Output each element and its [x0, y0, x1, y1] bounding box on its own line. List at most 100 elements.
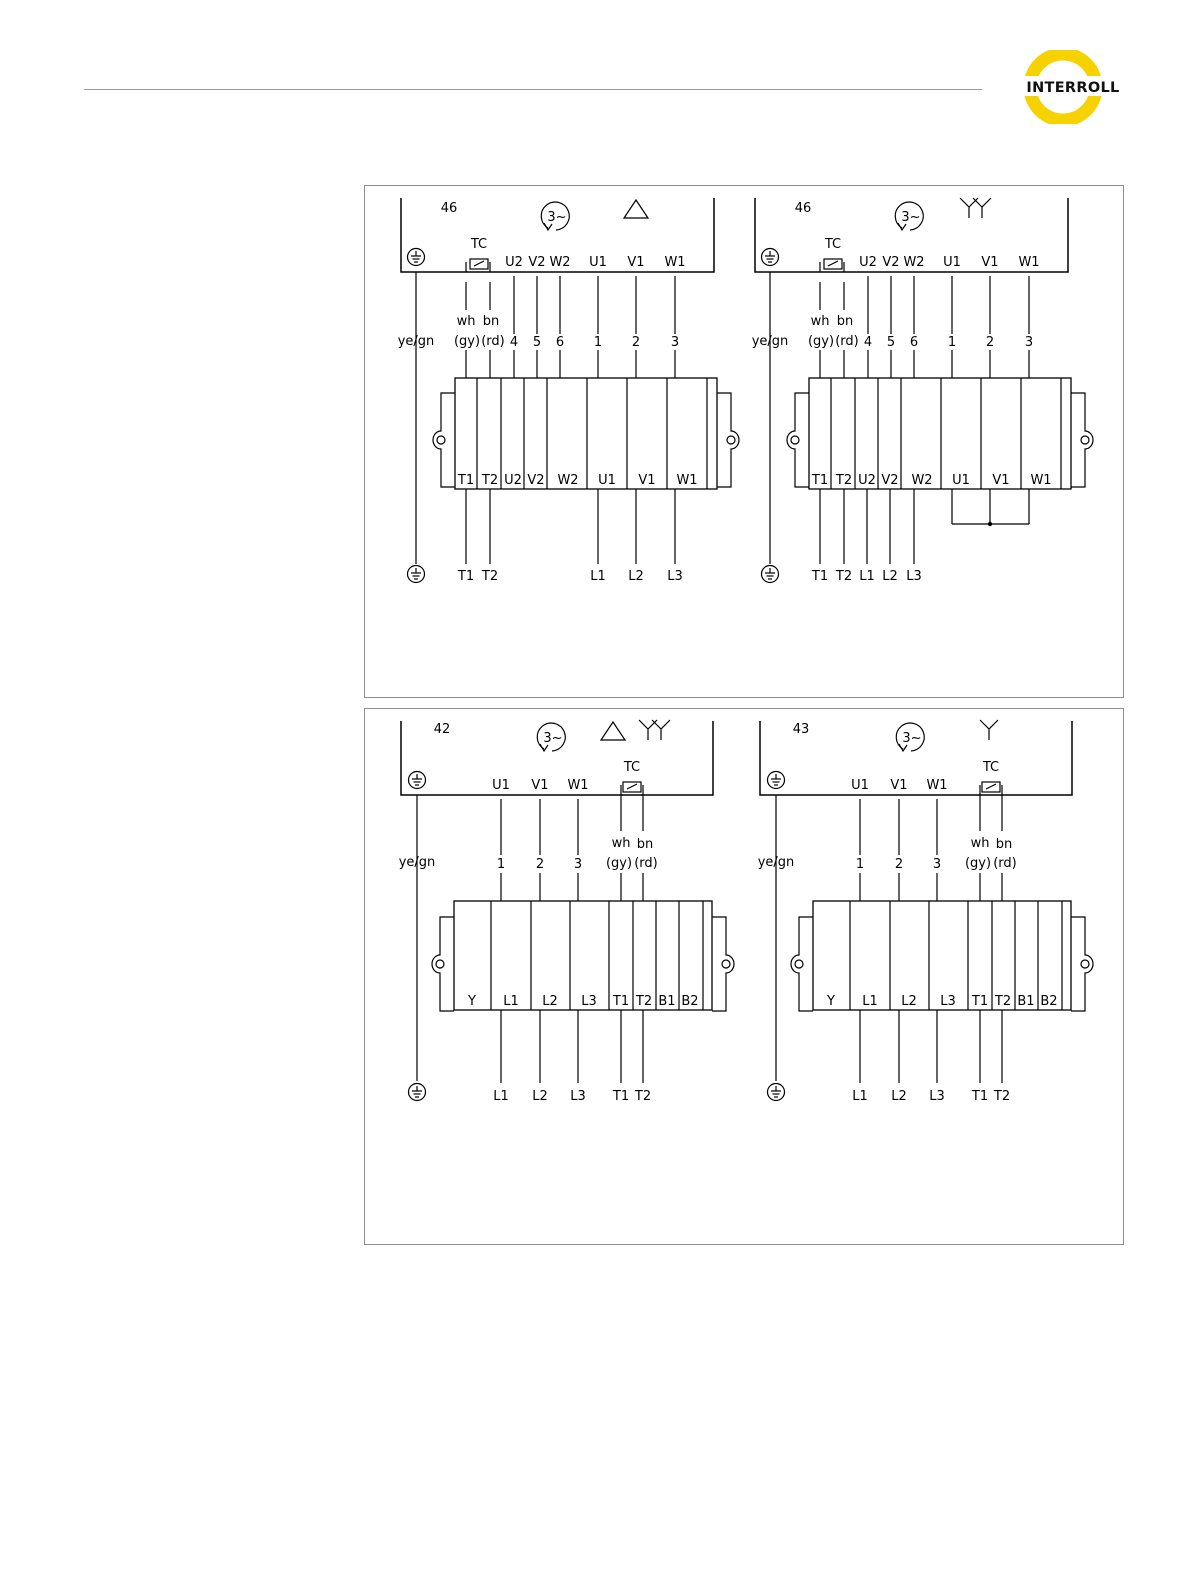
lead-number: 6	[910, 335, 918, 350]
winding-label: W1	[664, 255, 685, 270]
supply-label: L3	[906, 569, 922, 584]
terminal-label: B1	[1017, 994, 1034, 1009]
mounting-hole	[790, 435, 800, 445]
mounting-clamp	[790, 916, 813, 1012]
thermal-contact-symbol	[823, 258, 843, 270]
drawing-number: 43	[793, 722, 810, 737]
terminal-label: L3	[581, 994, 597, 1009]
terminal-label: B2	[681, 994, 698, 1009]
terminal-label: U2	[858, 473, 876, 488]
terminal-label: W2	[911, 473, 932, 488]
rotation-symbol	[540, 201, 570, 231]
winding-label: U1	[851, 778, 869, 793]
rotation-arrow	[539, 743, 549, 753]
terminal-block	[453, 900, 713, 1011]
star-symbol	[638, 719, 658, 740]
terminal-label: U1	[598, 473, 616, 488]
supply-label: T2	[481, 569, 498, 584]
terminal-block	[808, 377, 1072, 490]
lead-number: 1	[856, 857, 864, 872]
tc-wire-gy: (gy)	[606, 856, 632, 871]
supply-label: T1	[971, 1089, 988, 1104]
rotation-label: 3~	[547, 210, 566, 225]
motor-housing	[400, 721, 714, 796]
terminal-label: T1	[457, 473, 474, 488]
lead-number: 4	[510, 335, 518, 350]
terminal-label: L1	[503, 994, 519, 1009]
motor-housing	[754, 198, 1069, 273]
thermal-contact-blade	[473, 260, 485, 267]
supply-label: L1	[852, 1089, 868, 1104]
winding-label: U1	[943, 255, 961, 270]
rotation-arrow	[543, 222, 553, 232]
terminal-label: T2	[635, 994, 652, 1009]
lead-number: 1	[948, 335, 956, 350]
mounting-hole	[726, 435, 736, 445]
pe-label: ye/gn	[752, 334, 789, 349]
terminal-label: T1	[811, 473, 828, 488]
rotation-label: 3~	[543, 731, 562, 746]
pe-earth-motor	[406, 247, 426, 267]
terminal-label: L2	[901, 994, 917, 1009]
mounting-hole	[1080, 959, 1090, 969]
terminal-label: V1	[638, 473, 655, 488]
terminal-label: L1	[862, 994, 878, 1009]
pe-earth-supply	[760, 564, 780, 584]
winding-label: W1	[567, 778, 588, 793]
supply-label: T2	[634, 1089, 651, 1104]
mounting-clamp	[432, 392, 455, 488]
mounting-hole	[435, 959, 445, 969]
rotation-label: 3~	[902, 731, 921, 746]
interroll-logo: INTERROLL	[1018, 50, 1128, 124]
motor-housing	[400, 198, 715, 273]
terminal-label: T2	[481, 473, 498, 488]
tc-wire-bn: bn	[637, 837, 654, 852]
tc-wire-wh: wh	[457, 314, 476, 329]
tc-wire-gy: (gy)	[965, 856, 991, 871]
lead-number: 1	[497, 857, 505, 872]
lead-number: 1	[594, 335, 602, 350]
mounting-hole	[794, 959, 804, 969]
delta-symbol	[622, 198, 650, 219]
lead-number: 5	[887, 335, 895, 350]
thermal-contact-blade	[626, 783, 638, 790]
supply-label: T2	[835, 569, 852, 584]
pe-earth-supply	[406, 564, 426, 584]
supply-label: L3	[929, 1089, 945, 1104]
terminal-label: W1	[1030, 473, 1051, 488]
mounting-hole	[1080, 435, 1090, 445]
mounting-clamp	[1071, 392, 1094, 488]
star-symbol	[651, 719, 671, 740]
mounting-clamp	[786, 392, 809, 488]
pe-earth-motor	[760, 247, 780, 267]
terminal-label: Y	[467, 994, 476, 1009]
supply-label: T2	[993, 1089, 1010, 1104]
terminal-label: V2	[527, 473, 544, 488]
star-point	[987, 521, 993, 527]
terminal-label: V2	[881, 473, 898, 488]
terminal-block	[454, 377, 718, 490]
supply-label: T1	[811, 569, 828, 584]
tc-label: TC	[982, 760, 999, 775]
supply-label: L3	[667, 569, 683, 584]
supply-label: L1	[590, 569, 606, 584]
lead-number: 6	[556, 335, 564, 350]
thermal-contact-symbol	[981, 781, 1001, 793]
tc-label: TC	[623, 760, 640, 775]
terminal-label: V1	[992, 473, 1009, 488]
thermal-contact-blade	[985, 783, 997, 790]
terminal-label: B1	[658, 994, 675, 1009]
tc-wire-gy: (gy)	[454, 334, 480, 349]
terminal-label: T2	[994, 994, 1011, 1009]
terminal-block	[812, 900, 1072, 1011]
tc-wire-bn: bn	[837, 314, 854, 329]
winding-label: W2	[549, 255, 570, 270]
lead-number: 3	[933, 857, 941, 872]
supply-label: L2	[882, 569, 898, 584]
terminal-label: Y	[826, 994, 835, 1009]
mounting-clamp	[1071, 916, 1094, 1012]
